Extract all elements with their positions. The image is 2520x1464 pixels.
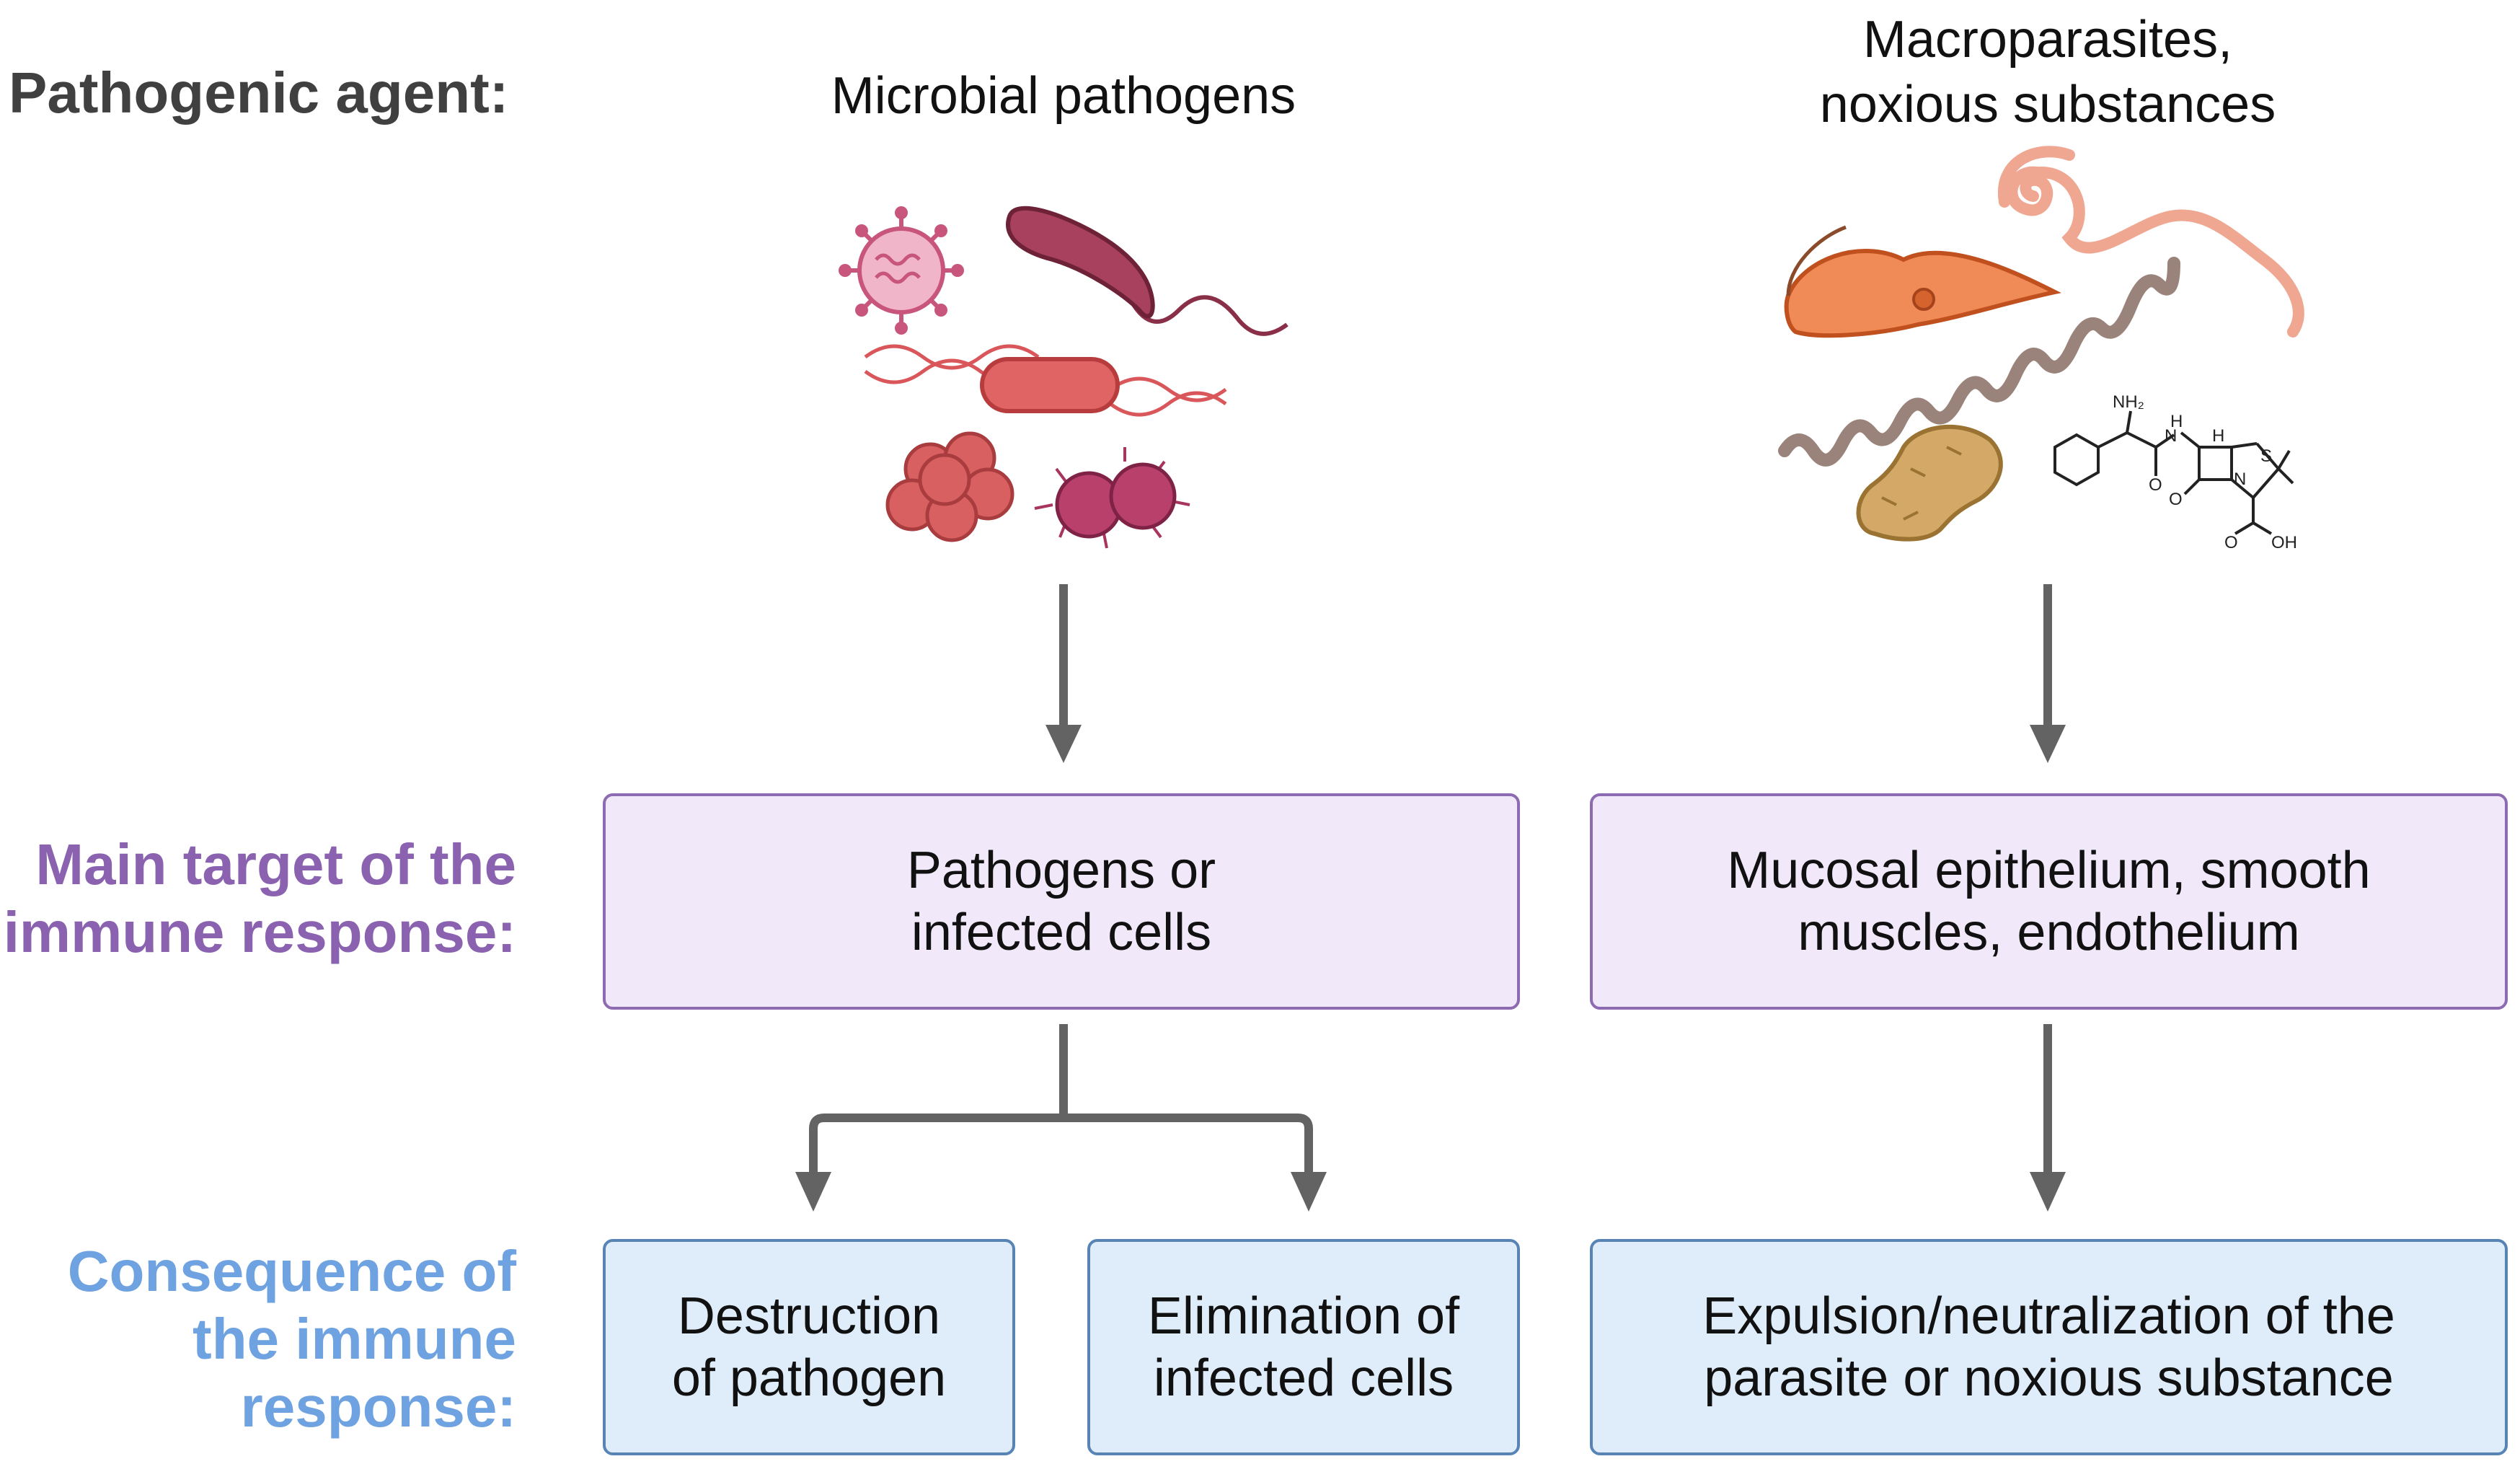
target-box-mucosal: Mucosal epithelium, smooth muscles, endo… bbox=[1590, 793, 2508, 1010]
macroparasites-heading: Macroparasites, noxious substances bbox=[1819, 11, 2276, 133]
consequence-box-elimination: Elimination of infected cells bbox=[1087, 1239, 1520, 1455]
target-text-mucosal: Mucosal epithelium, smooth muscles, endo… bbox=[1727, 842, 2371, 961]
consequence-label: Consequence of the immune response: bbox=[67, 1239, 516, 1439]
worm-icon bbox=[1997, 146, 2304, 338]
molecule-o3-label: O bbox=[2224, 533, 2238, 552]
consequence-box-destruction: Destruction of pathogen bbox=[603, 1239, 1015, 1455]
flagellated-bacterium-icon bbox=[1006, 206, 1288, 336]
pathogenic-agent-label: Pathogenic agent: bbox=[9, 61, 509, 125]
molecule-o1-label: O bbox=[2149, 475, 2162, 495]
consequence-text-elimination: Elimination of infected cells bbox=[1147, 1287, 1460, 1407]
consequence-text-destruction: Destruction of pathogen bbox=[671, 1287, 947, 1407]
molecule-oh-label: OH bbox=[2271, 533, 2297, 552]
molecule-ring-n-label: N bbox=[2234, 469, 2246, 489]
molecule-h-label: H bbox=[2170, 412, 2183, 431]
microbial-pathogens-heading: Microbial pathogens bbox=[831, 67, 1296, 125]
arrowheads bbox=[795, 725, 2066, 1212]
virus-icon bbox=[839, 206, 964, 335]
coccus-cluster-icon bbox=[885, 431, 1014, 542]
spirochete-icon bbox=[1778, 257, 2180, 467]
arrow-left-branch bbox=[809, 1024, 1313, 1176]
consequence-box-expulsion: Expulsion/neutralization of the parasite… bbox=[1590, 1239, 2508, 1455]
molecule-s-label: S bbox=[2260, 446, 2272, 466]
diplococcus-icon bbox=[1034, 447, 1190, 549]
molecule-o2-label: O bbox=[2169, 490, 2183, 509]
peanut-icon bbox=[1856, 424, 2003, 542]
molecule-n-label: N bbox=[2165, 426, 2177, 446]
consequence-text-expulsion: Expulsion/neutralization of the parasite… bbox=[1702, 1287, 2395, 1407]
trypanosome-icon bbox=[1784, 225, 2061, 338]
penicillin-molecule-icon: NH₂ H N H S N O O O OH bbox=[2053, 392, 2297, 552]
target-box-pathogens: Pathogens or infected cells bbox=[603, 793, 1520, 1010]
molecule-ring-h-label: H bbox=[2212, 426, 2224, 446]
molecule-amine-label: NH₂ bbox=[2113, 392, 2144, 412]
rod-bacterium-icon bbox=[864, 344, 1227, 417]
main-target-label: Main target of the immune response: bbox=[3, 832, 516, 964]
target-text-pathogens: Pathogens or infected cells bbox=[906, 842, 1216, 961]
